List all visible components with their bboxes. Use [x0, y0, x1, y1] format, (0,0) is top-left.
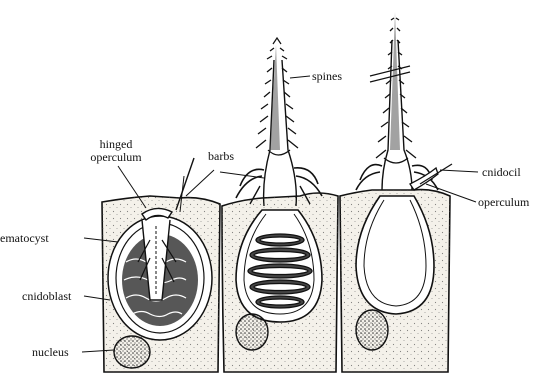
label-nucleus: nucleus [32, 346, 69, 359]
label-operculum: operculum [478, 196, 529, 209]
cell-middle [222, 38, 338, 372]
label-nematocyst: ematocyst [0, 232, 49, 245]
nucleus-left [114, 336, 150, 368]
label-hinged-line2: operculum [82, 151, 150, 164]
nucleus-right [356, 310, 388, 350]
label-spines: spines [312, 70, 342, 83]
label-cnidocil: cnidocil [482, 166, 521, 179]
label-barbs: barbs [208, 150, 234, 163]
label-hinged-operculum: hinged operculum [82, 138, 150, 164]
cell-right [340, 12, 452, 372]
label-cnidoblast: cnidoblast [22, 290, 71, 303]
nucleus-middle [236, 314, 268, 350]
cell-left [102, 158, 220, 372]
